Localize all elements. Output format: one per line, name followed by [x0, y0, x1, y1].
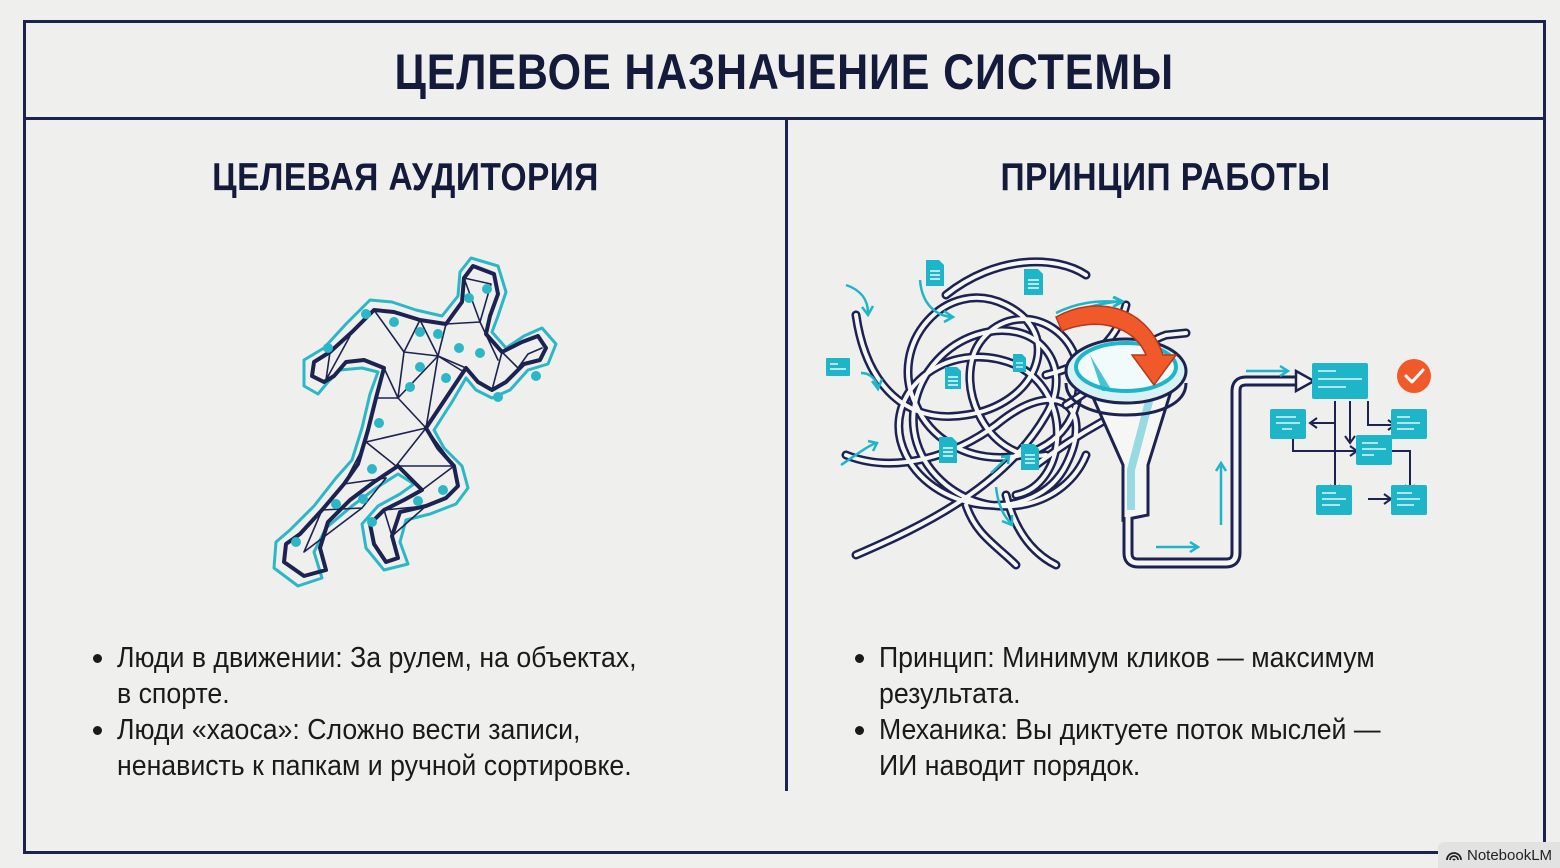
- bullet-line: Люди «хаоса»: Сложно вести записи,: [117, 714, 581, 746]
- tangle-to-order-illustration: [826, 257, 1431, 570]
- document-icons: [826, 260, 1043, 470]
- bullet-line: результата.: [879, 678, 1021, 710]
- target-audience-list: Люди в движении: За рулем, на объектах, в…: [93, 640, 797, 784]
- bullet-line: Принцип: Минимум кликов — максимум: [879, 642, 1375, 674]
- working-principle-list: Принцип: Минимум кликов — максимум резуль…: [855, 640, 1559, 784]
- notebooklm-logo-icon: [1446, 852, 1462, 861]
- list-item: Принцип: Минимум кликов — максимум резуль…: [855, 640, 1559, 712]
- bullet-line: Люди в движении: За рулем, на объектах,: [117, 642, 637, 674]
- slide-title: ЦЕЛЕВОЕ НАЗНАЧЕНИЕ СИСТЕМЫ: [394, 44, 1175, 100]
- bullet-icon: [855, 726, 864, 735]
- column-divider: [785, 120, 788, 791]
- target-audience-column: ЦЕЛЕВАЯ АУДИТОРИЯ: [26, 120, 785, 850]
- bullet-line: ИИ наводит порядок.: [879, 750, 1141, 782]
- bullet-icon: [93, 654, 102, 663]
- watermark-label: NotebookLM: [1467, 846, 1553, 864]
- running-person-icon: [272, 256, 558, 588]
- checkmark-badge-icon: [1397, 359, 1431, 393]
- orange-arrow-icon: [1055, 305, 1178, 387]
- notebooklm-watermark: NotebookLM: [1438, 842, 1560, 868]
- bullet-icon: [93, 726, 102, 735]
- bullet-icon: [855, 654, 864, 663]
- bullet-line: ненависть к папкам и ручной сортировке.: [117, 750, 632, 782]
- working-principle-column: ПРИНЦИП РАБОТЫ: [788, 120, 1543, 850]
- slide-frame: ЦЕЛЕВОЕ НАЗНАЧЕНИЕ СИСТЕМЫ ЦЕЛЕВАЯ АУДИТ…: [23, 20, 1546, 854]
- flowchart-icon: [1270, 359, 1431, 515]
- output-pipe-icon: [1122, 364, 1317, 569]
- working-principle-heading: ПРИНЦИП РАБОТЫ: [1000, 156, 1331, 199]
- bullet-line: в спорте.: [117, 678, 230, 710]
- list-item: Люди в движении: За рулем, на объектах, в…: [93, 640, 797, 712]
- list-item: Механика: Вы диктуете поток мыслей — ИИ н…: [855, 712, 1559, 784]
- list-item: Люди «хаоса»: Сложно вести записи, ненави…: [93, 712, 797, 784]
- target-audience-heading: ЦЕЛЕВАЯ АУДИТОРИЯ: [212, 156, 599, 199]
- slide-header: ЦЕЛЕВОЕ НАЗНАЧЕНИЕ СИСТЕМЫ: [26, 23, 1543, 120]
- bullet-line: Механика: Вы диктуете поток мыслей —: [879, 714, 1381, 746]
